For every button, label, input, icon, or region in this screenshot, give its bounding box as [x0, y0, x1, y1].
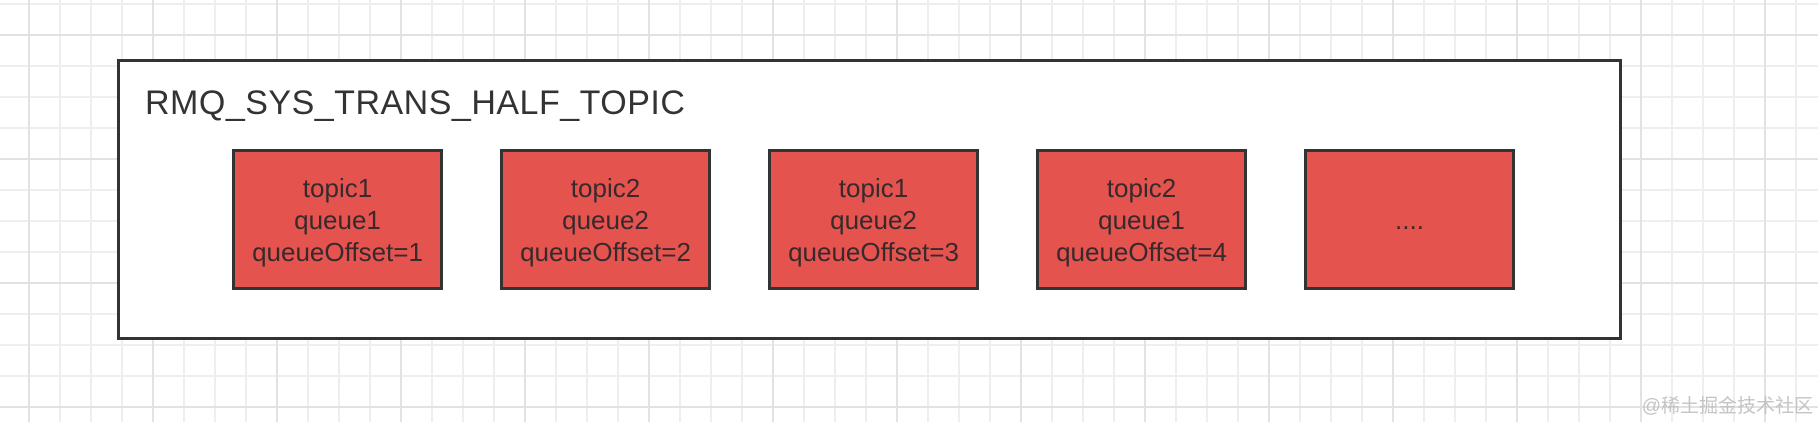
topic-title: RMQ_SYS_TRANS_HALF_TOPIC [145, 84, 686, 122]
queue-box-line: .... [1395, 204, 1424, 235]
watermark-text: @稀土掘金技术社区 [1641, 396, 1813, 417]
queue-box-line: topic1 [838, 172, 909, 203]
queue-box-line: queue1 [294, 204, 381, 235]
queue-box-line: queue2 [562, 204, 649, 235]
queue-box-line: queueOffset=2 [520, 236, 691, 267]
queue-box-line: topic2 [1106, 172, 1177, 203]
queue-box-line: topic2 [570, 172, 641, 203]
queue-box: .... [1304, 149, 1515, 290]
queue-box-line: queue2 [830, 204, 917, 235]
queue-box-line: queueOffset=1 [252, 236, 423, 267]
queue-box-line: topic1 [302, 172, 373, 203]
queue-box-line: queueOffset=3 [788, 236, 959, 267]
queue-box-line: queue1 [1098, 204, 1185, 235]
queue-box-line: queueOffset=4 [1056, 236, 1227, 267]
